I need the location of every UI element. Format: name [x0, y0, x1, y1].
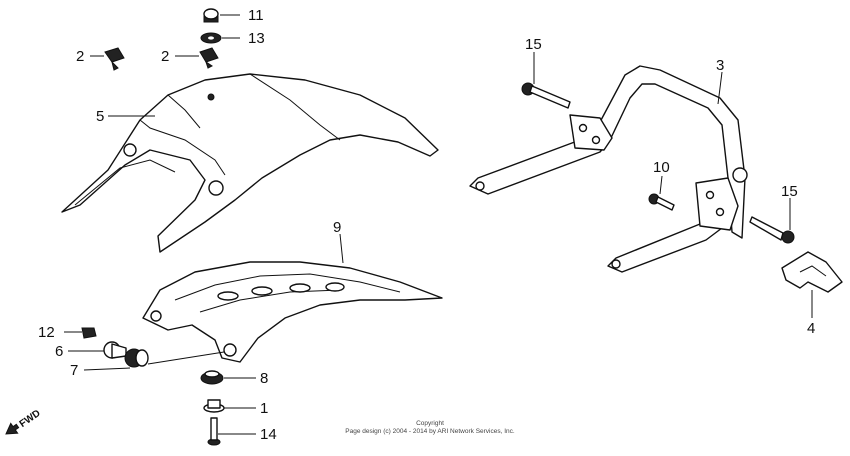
callout-9: 9: [333, 219, 341, 236]
part-6-collar: [103, 341, 127, 359]
fwd-arrow-icon: [5, 422, 20, 435]
callout-5: 5: [96, 108, 104, 125]
part-2-clip-left: [104, 47, 125, 71]
callout-12: 12: [38, 324, 55, 341]
copyright-line-1: Copyright: [416, 420, 444, 427]
callout-7: 7: [70, 362, 78, 379]
part-5-rear-fender: [61, 73, 439, 253]
part-2-clip-right: [199, 47, 219, 69]
callout-3: 3: [716, 57, 724, 74]
callout-2-left: 2: [76, 48, 84, 65]
callout-6: 6: [55, 343, 63, 360]
callout-15-right: 15: [781, 183, 798, 200]
part-10-bolt: [648, 193, 675, 211]
copyright-line-2: Page design (c) 2004 - 2014 by ARI Netwo…: [345, 428, 515, 435]
part-3-grab-rail: [469, 65, 748, 273]
part-4-clamp: [781, 251, 843, 293]
callout-11: 11: [248, 7, 264, 24]
part-9-inner-fender: [142, 261, 443, 363]
fwd-label: FWD: [18, 408, 43, 430]
leader-lines: [64, 14, 813, 435]
part-1-collar: [203, 399, 225, 413]
callout-2-right: 2: [161, 48, 169, 65]
part-15-bolt-right: [749, 216, 795, 244]
copyright-notice: Copyright Page design (c) 2004 - 2014 by…: [300, 420, 560, 436]
part-8-rubber: [200, 370, 224, 385]
part-14-bolt: [207, 417, 221, 446]
part-11-cap-nut: [203, 8, 219, 23]
callout-4: 4: [807, 320, 815, 337]
callout-8: 8: [260, 370, 268, 387]
fwd-arrow: FWD: [5, 408, 43, 435]
callouts: 11 13 2 2 5 9 15 3 10 15 4 12 6 7 8 1 14: [38, 7, 815, 443]
callout-10: 10: [653, 159, 670, 176]
callout-1: 1: [260, 400, 268, 417]
part-15-bolt-left: [521, 82, 571, 109]
part-12-nut: [81, 327, 97, 339]
callout-13: 13: [248, 30, 265, 47]
part-7-grommet: [124, 348, 149, 368]
part-13-washer: [200, 32, 222, 44]
callout-15-left: 15: [525, 36, 542, 53]
callout-14: 14: [260, 426, 277, 443]
